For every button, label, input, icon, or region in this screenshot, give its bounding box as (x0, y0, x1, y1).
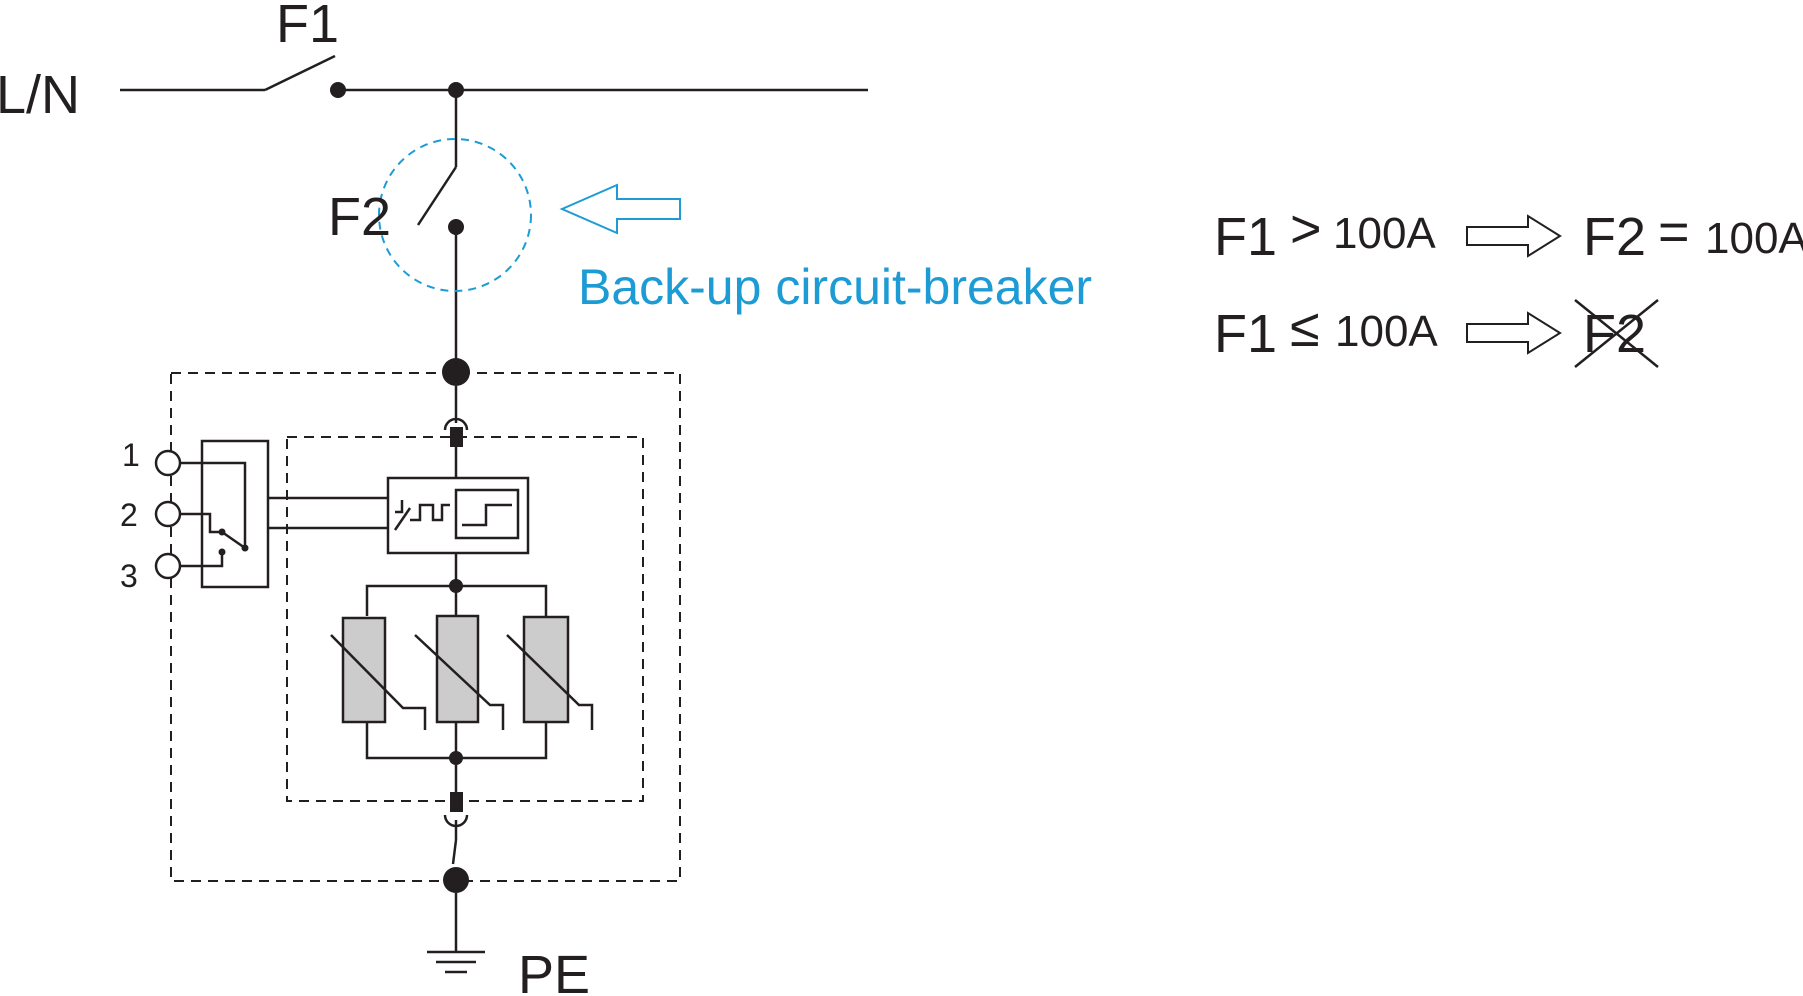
terminal-3 (154, 552, 182, 580)
arrow-left-icon (559, 183, 681, 235)
thermal-disconnect-box (386, 476, 530, 555)
terminal-3-label: 3 (120, 558, 138, 594)
varistor-1 (341, 616, 387, 724)
outer-enclosure (170, 372, 681, 882)
varistor-top-node (449, 579, 463, 593)
indicator-window (454, 488, 520, 540)
varistor-3 (522, 615, 570, 724)
rule-1-result: F2 (1583, 207, 1646, 267)
f1-label: F1 (276, 0, 339, 54)
remote-signal-contact: 1 2 3 (120, 437, 388, 594)
terminal-1-label: 1 (122, 437, 140, 473)
inner-enclosure (286, 436, 644, 802)
rule-row-2: F1 ≤ 100A F2 (1214, 298, 1659, 368)
rule-row-1: F1 > 100A F2 = 100A (1214, 199, 1803, 267)
pe-label: PE (518, 945, 590, 996)
cross-out-line (1574, 299, 1659, 368)
pe-terminal-dot (443, 867, 469, 893)
arrow-right-icon-2 (1466, 311, 1562, 355)
terminal-1 (154, 449, 182, 477)
rule-1-left: F1 (1214, 207, 1277, 267)
rule-1-result-op: = (1658, 202, 1690, 262)
top-terminal-dot (442, 358, 470, 386)
selection-rules: F1 > 100A F2 = 100A F1 ≤ 100A F2 (1214, 199, 1803, 368)
rule-2-op: ≤ (1290, 298, 1320, 358)
rule-2-value: 100A (1335, 307, 1438, 356)
varistor-bank (330, 579, 594, 765)
line-label: L/N (0, 65, 80, 125)
varistor-2 (435, 614, 480, 724)
main-line: L/N F1 (0, 0, 868, 125)
backup-breaker-annotation: Back-up circuit-breaker (578, 259, 1092, 315)
arrow-right-icon (1466, 214, 1562, 258)
bottom-fuse (450, 792, 463, 812)
f2-highlight-circle (378, 138, 532, 292)
rule-1-value: 100A (1333, 209, 1436, 258)
rule-1-op: > (1290, 199, 1322, 259)
terminal-2 (154, 500, 182, 528)
f2-breaker: F2 Back-up circuit-breaker (328, 90, 1092, 372)
terminal-2-label: 2 (120, 497, 138, 533)
rule-1-result-value: 100A (1705, 214, 1803, 263)
spd-module: PE 1 2 3 (120, 358, 681, 996)
f2-label: F2 (328, 187, 391, 247)
top-fuse (450, 427, 463, 447)
rule-2-left: F1 (1214, 304, 1277, 364)
